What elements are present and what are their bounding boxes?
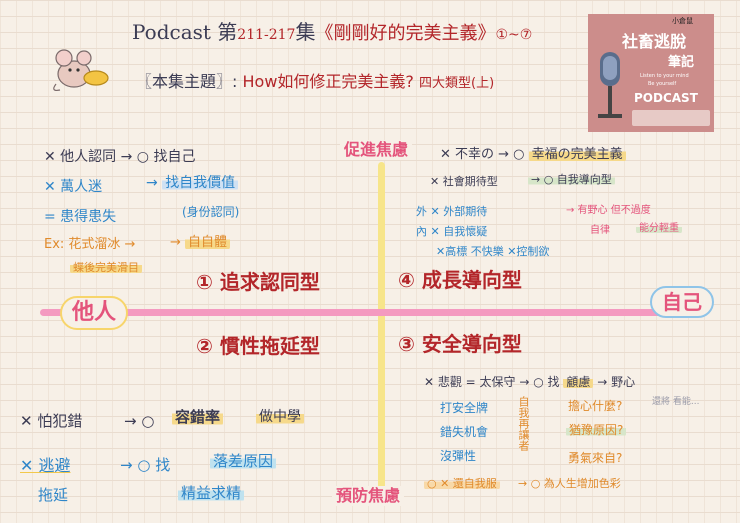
br-question-2: 猶豫原因? bbox=[566, 423, 627, 437]
quadrant-2-title: ② 慣性拖延型 bbox=[196, 334, 320, 358]
tr-line-5: ✕高標 不快樂 ✕控制欲 bbox=[436, 245, 550, 258]
tr-line-3: 外 ✕ 外部期待 bbox=[416, 205, 488, 218]
quadrant-4-title: ④ 成長導向型 bbox=[398, 268, 522, 292]
bl-line-3a: 拖延 bbox=[38, 486, 69, 504]
axis-right-label: 自己 bbox=[650, 286, 714, 318]
badge-small-label: 小倉鼠 bbox=[672, 17, 693, 25]
bl-line-3b: 精益求精 bbox=[178, 484, 245, 502]
tl-line-3a: = 患得患失 bbox=[44, 209, 117, 225]
vertical-axis bbox=[378, 162, 385, 502]
tl-line-4a: Ex: 花式溜冰 → bbox=[44, 237, 136, 252]
microphone-icon bbox=[596, 50, 626, 132]
tl-line-1: ✕ 他人認同 → ○ 找自己 bbox=[44, 149, 196, 165]
badge-title: 社畜逃脫 bbox=[622, 32, 687, 51]
badge-title-2: 筆記 bbox=[668, 55, 695, 70]
tr-line-2a: ✕ 社會期待型 bbox=[430, 175, 498, 188]
quadrant-3-title: ③ 安全導向型 bbox=[398, 332, 522, 356]
br-vertical-note: 自我再讓者 bbox=[517, 396, 530, 451]
badge-podcast-label: PODCAST bbox=[634, 91, 698, 105]
bl-line-2a: ✕ 逃避 bbox=[20, 456, 71, 475]
bl-line-1c: 容錯率 bbox=[172, 408, 224, 426]
mouse-illustration bbox=[50, 44, 112, 94]
bl-line-1b: → ○ bbox=[124, 412, 155, 430]
br-list-3: 沒彈性 bbox=[440, 449, 477, 463]
tr-side-1: → 有野心 但不過度 bbox=[566, 205, 651, 216]
br-corner-note: 還將 看能... bbox=[652, 397, 700, 407]
tr-side-3: 能分輕重 bbox=[636, 223, 682, 234]
br-question-1: 擔心什麼? bbox=[568, 399, 623, 413]
br-question-3: 勇氣來自? bbox=[568, 451, 623, 465]
quadrant-1-title: ① 追求認同型 bbox=[196, 270, 320, 294]
bl-line-1d: 做中學 bbox=[256, 409, 304, 425]
subtitle-label: 〖本集主題〗: bbox=[136, 72, 238, 91]
br-bottom-b: → ○ 為人生增加色彩 bbox=[518, 477, 621, 490]
tr-side-2: 自律 bbox=[590, 225, 610, 236]
badge-tagline-2: Be yourself bbox=[648, 81, 677, 87]
tl-line-2b: → 找自我價值 bbox=[146, 175, 239, 191]
book-title: 《剛剛好的完美主義》 bbox=[315, 23, 496, 44]
br-bottom-a: ○ ✕ 還自我服 bbox=[424, 477, 500, 490]
br-line-1: ✕ 悲觀 = 太保守 → ○ 找 顧慮 → 野心 bbox=[424, 375, 636, 389]
audio-wave-icon bbox=[632, 110, 710, 126]
episode-range: 211-217 bbox=[237, 27, 296, 43]
badge-tagline-1: Listen to your mind bbox=[640, 73, 689, 79]
axis-bottom-label: 預防焦慮 bbox=[332, 486, 405, 506]
subtitle-text: How如何修正完美主義? bbox=[242, 72, 414, 91]
subtitle-types: 四大類型(上) bbox=[419, 76, 495, 91]
tl-line-3b: (身份認同) bbox=[182, 205, 240, 219]
title-line: Podcast 第211-217集《剛剛好的完美主義》①~⑦ bbox=[132, 22, 532, 43]
tl-line-4b: → 自自體 bbox=[170, 235, 231, 250]
axis-left-label: 他人 bbox=[60, 296, 129, 330]
tr-line-4: 內 ✕ 自我懷疑 bbox=[416, 225, 488, 238]
br-list-2: 錯失机會 bbox=[440, 425, 489, 439]
axis-top-label: 促進焦慮 bbox=[340, 140, 413, 160]
title-ji: 集 bbox=[295, 20, 316, 44]
podcast-cover-badge: 小倉鼠 社畜逃脫 筆記 Listen to your mind Be yours… bbox=[588, 14, 714, 132]
bl-line-2c: 落差原因 bbox=[210, 452, 277, 470]
title-prefix: Podcast 第 bbox=[132, 20, 238, 44]
horizontal-axis bbox=[40, 309, 700, 316]
subtitle-line: 〖本集主題〗: How如何修正完美主義? 四大類型(上) bbox=[136, 72, 495, 91]
title-parts: ①~⑦ bbox=[495, 27, 533, 43]
bl-line-1a: ✕ 怕犯錯 bbox=[20, 412, 83, 430]
tl-line-2a: ✕ 萬人迷 bbox=[44, 179, 103, 195]
br-list-1: 打安全牌 bbox=[440, 401, 489, 415]
tr-line-2b: → ○ 自我導向型 bbox=[528, 173, 615, 186]
tr-line-1: ✕ 不幸の → ○ 幸福の完美主義 bbox=[440, 147, 626, 162]
tl-self-value: 找自我價值 bbox=[162, 175, 239, 191]
bl-line-2b: → ○ 找 bbox=[120, 456, 171, 474]
tl-line-5: 蝶後完美滑目 bbox=[70, 261, 142, 274]
